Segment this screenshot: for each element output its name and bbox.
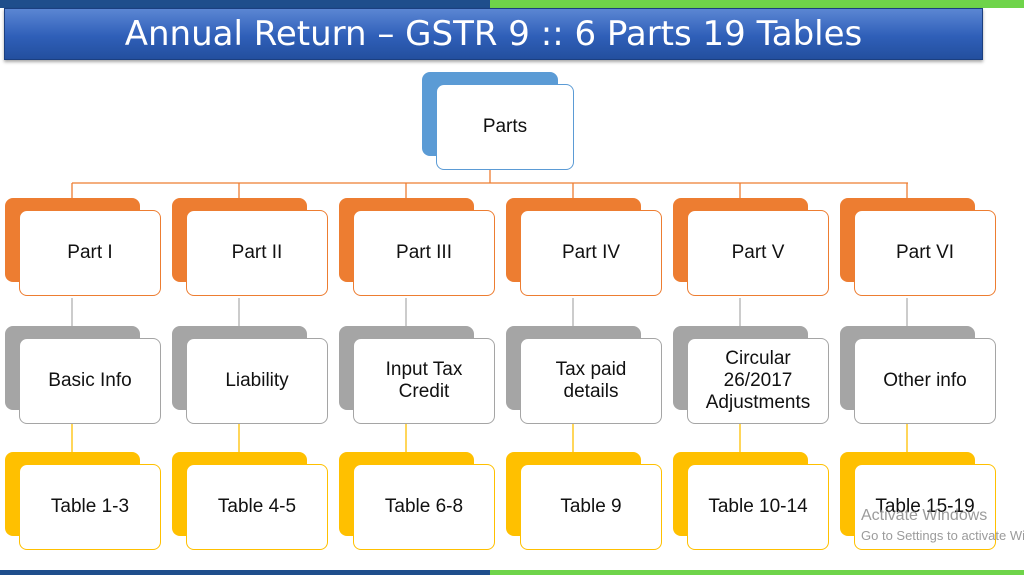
slide-title: Annual Return – GSTR 9 :: 6 Parts 19 Tab… xyxy=(124,14,863,54)
table-label: Table 4-5 xyxy=(217,496,297,517)
part-node-3-box: Part III xyxy=(353,210,495,296)
table-node-6-box: Table 15-19 xyxy=(854,464,996,550)
table-node-4-box: Table 9 xyxy=(520,464,662,550)
root-node-label: Parts xyxy=(482,116,528,137)
part-node-5-box: Part V xyxy=(687,210,829,296)
description-label: Circular 26/2017 Adjustments xyxy=(705,348,811,413)
description-node-2-box: Liability xyxy=(186,338,328,424)
bottom-accent-bar-blue xyxy=(0,570,490,575)
part-node-1-box: Part I xyxy=(19,210,161,296)
top-accent-bar-blue xyxy=(0,0,490,8)
description-node-4-box: Tax paid details xyxy=(520,338,662,424)
watermark-subtitle: Go to Settings to activate Windows. xyxy=(861,528,1024,543)
part-label: Part V xyxy=(731,242,785,263)
top-accent-bar-green xyxy=(490,0,1024,8)
table-label: Table 9 xyxy=(560,496,622,517)
part-node-4-box: Part IV xyxy=(520,210,662,296)
description-label: Basic Info xyxy=(48,370,132,391)
table-node-2-box: Table 4-5 xyxy=(186,464,328,550)
watermark-title: Activate Windows xyxy=(861,507,988,524)
part-label: Part III xyxy=(396,242,452,263)
description-node-6-box: Other info xyxy=(854,338,996,424)
table-node-3-box: Table 6-8 xyxy=(353,464,495,550)
description-node-5-box: Circular 26/2017 Adjustments xyxy=(687,338,829,424)
description-label: Other info xyxy=(883,370,967,391)
title-banner: Annual Return – GSTR 9 :: 6 Parts 19 Tab… xyxy=(4,8,983,60)
bottom-accent-bar-green xyxy=(490,570,1024,575)
description-node-3-box: Input Tax Credit xyxy=(353,338,495,424)
part-label: Part VI xyxy=(895,242,955,263)
root-node-box: Parts xyxy=(436,84,574,170)
part-node-2-box: Part II xyxy=(186,210,328,296)
table-label: Table 10-14 xyxy=(708,496,808,517)
description-node-1-box: Basic Info xyxy=(19,338,161,424)
description-label: Tax paid details xyxy=(555,359,627,402)
table-label: Table 15-19 xyxy=(875,496,975,517)
table-label: Table 6-8 xyxy=(384,496,464,517)
table-node-5-box: Table 10-14 xyxy=(687,464,829,550)
description-label: Input Tax Credit xyxy=(385,359,463,402)
part-node-6-box: Part VI xyxy=(854,210,996,296)
part-label: Part IV xyxy=(561,242,621,263)
part-label: Part I xyxy=(67,242,113,263)
activate-windows-watermark: Activate Windows Go to Settings to activ… xyxy=(861,507,1024,543)
description-label: Liability xyxy=(225,370,289,391)
part-label: Part II xyxy=(231,242,283,263)
table-label: Table 1-3 xyxy=(50,496,130,517)
table-node-1-box: Table 1-3 xyxy=(19,464,161,550)
